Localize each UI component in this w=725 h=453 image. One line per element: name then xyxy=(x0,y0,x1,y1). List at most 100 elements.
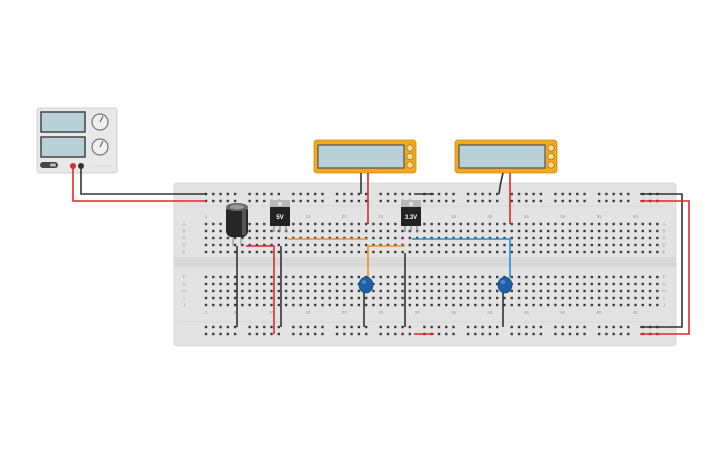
breadboard-hole[interactable] xyxy=(386,243,390,247)
breadboard-hole[interactable] xyxy=(204,229,208,233)
breadboard-hole[interactable] xyxy=(415,275,419,279)
breadboard-hole[interactable] xyxy=(241,282,244,286)
breadboard-hole[interactable] xyxy=(656,296,659,300)
breadboard-hole[interactable] xyxy=(263,192,266,196)
breadboard-hole[interactable] xyxy=(474,243,477,247)
breadboard-hole[interactable] xyxy=(590,275,594,279)
breadboard-hole[interactable] xyxy=(474,192,477,196)
breadboard-hole[interactable] xyxy=(627,325,630,329)
breadboard-hole[interactable] xyxy=(255,192,259,196)
breadboard-hole[interactable] xyxy=(277,332,280,336)
breadboard-hole[interactable] xyxy=(328,289,331,293)
breadboard-hole[interactable] xyxy=(430,325,433,329)
breadboard-hole[interactable] xyxy=(415,303,419,307)
breadboard-hole[interactable] xyxy=(343,222,346,226)
breadboard-hole[interactable] xyxy=(605,222,608,226)
breadboard-hole[interactable] xyxy=(343,250,346,254)
breadboard-hole[interactable] xyxy=(408,229,412,233)
breadboard-hole[interactable] xyxy=(241,289,244,293)
breadboard-hole[interactable] xyxy=(561,282,564,286)
breadboard-hole[interactable] xyxy=(284,236,288,240)
breadboard-hole[interactable] xyxy=(532,332,535,336)
breadboard-hole[interactable] xyxy=(335,296,339,300)
breadboard-hole[interactable] xyxy=(299,250,302,254)
breadboard-hole[interactable] xyxy=(576,192,579,196)
breadboard-hole[interactable] xyxy=(372,282,375,286)
breadboard-hole[interactable] xyxy=(568,325,572,329)
breadboard-hole[interactable] xyxy=(539,250,543,254)
breadboard-hole[interactable] xyxy=(314,289,317,293)
breadboard-hole[interactable] xyxy=(488,243,492,247)
breadboard-hole[interactable] xyxy=(335,332,339,336)
breadboard-hole[interactable] xyxy=(233,250,237,254)
breadboard-hole[interactable] xyxy=(546,296,550,300)
breadboard-hole[interactable] xyxy=(539,296,543,300)
breadboard-hole[interactable] xyxy=(270,275,273,279)
breadboard-hole[interactable] xyxy=(546,236,550,240)
breadboard-hole[interactable] xyxy=(263,229,266,233)
breadboard-hole[interactable] xyxy=(270,192,273,196)
breadboard-hole[interactable] xyxy=(452,229,455,233)
breadboard-hole[interactable] xyxy=(255,296,259,300)
breadboard-hole[interactable] xyxy=(263,236,266,240)
breadboard-hole[interactable] xyxy=(445,236,448,240)
breadboard-hole[interactable] xyxy=(517,199,521,203)
breadboard-hole[interactable] xyxy=(350,236,353,240)
breadboard-hole[interactable] xyxy=(408,250,412,254)
breadboard-hole[interactable] xyxy=(496,250,499,254)
breadboard-hole[interactable] xyxy=(379,229,382,233)
breadboard-hole[interactable] xyxy=(335,236,339,240)
breadboard-hole[interactable] xyxy=(423,243,426,247)
breadboard-hole[interactable] xyxy=(656,289,659,293)
breadboard-hole[interactable] xyxy=(627,243,630,247)
breadboard-hole[interactable] xyxy=(408,289,412,293)
breadboard-hole[interactable] xyxy=(430,236,433,240)
breadboard-hole[interactable] xyxy=(226,192,230,196)
breadboard-hole[interactable] xyxy=(619,192,623,196)
breadboard-hole[interactable] xyxy=(459,303,462,307)
breadboard-hole[interactable] xyxy=(466,275,470,279)
breadboard-hole[interactable] xyxy=(248,303,251,307)
breadboard-hole[interactable] xyxy=(554,275,557,279)
breadboard-hole[interactable] xyxy=(430,275,433,279)
breadboard-hole[interactable] xyxy=(590,282,594,286)
breadboard-hole[interactable] xyxy=(554,282,557,286)
breadboard-hole[interactable] xyxy=(488,275,492,279)
breadboard-hole[interactable] xyxy=(612,275,615,279)
breadboard-hole[interactable] xyxy=(292,222,295,226)
multimeter-terminal-icon[interactable] xyxy=(547,153,555,161)
breadboard-hole[interactable] xyxy=(328,222,331,226)
breadboard-hole[interactable] xyxy=(233,243,237,247)
breadboard-hole[interactable] xyxy=(634,282,637,286)
breadboard-hole[interactable] xyxy=(597,325,601,329)
breadboard-hole[interactable] xyxy=(241,303,244,307)
breadboard-hole[interactable] xyxy=(212,289,215,293)
breadboard-hole[interactable] xyxy=(372,250,375,254)
breadboard-hole[interactable] xyxy=(612,192,615,196)
breadboard-hole[interactable] xyxy=(423,325,426,329)
breadboard-hole[interactable] xyxy=(619,289,623,293)
ceramic-capacitor-2[interactable] xyxy=(497,276,513,294)
breadboard-hole[interactable] xyxy=(452,296,455,300)
breadboard-hole[interactable] xyxy=(474,229,477,233)
breadboard-hole[interactable] xyxy=(583,243,586,247)
breadboard-hole[interactable] xyxy=(437,222,441,226)
breadboard-hole[interactable] xyxy=(619,243,623,247)
breadboard-hole[interactable] xyxy=(517,192,521,196)
breadboard-hole[interactable] xyxy=(233,275,237,279)
breadboard-hole[interactable] xyxy=(539,229,543,233)
breadboard-hole[interactable] xyxy=(525,282,528,286)
breadboard-hole[interactable] xyxy=(597,250,601,254)
breadboard-hole[interactable] xyxy=(277,296,280,300)
breadboard-hole[interactable] xyxy=(546,229,550,233)
breadboard-hole[interactable] xyxy=(561,296,564,300)
breadboard-hole[interactable] xyxy=(583,229,586,233)
breadboard-hole[interactable] xyxy=(277,229,280,233)
breadboard-hole[interactable] xyxy=(394,229,397,233)
breadboard-hole[interactable] xyxy=(474,275,477,279)
breadboard-hole[interactable] xyxy=(233,289,237,293)
breadboard-hole[interactable] xyxy=(386,192,390,196)
breadboard-hole[interactable] xyxy=(576,282,579,286)
breadboard-hole[interactable] xyxy=(314,325,317,329)
breadboard-hole[interactable] xyxy=(641,229,644,233)
